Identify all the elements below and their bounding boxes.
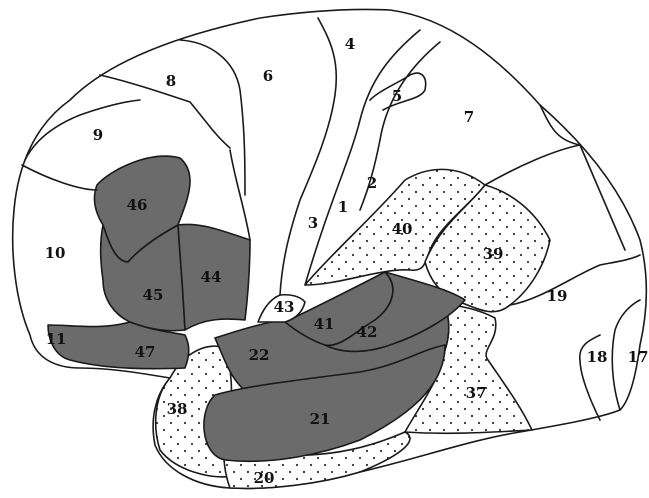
label-22: 22 bbox=[249, 346, 270, 364]
label-2: 2 bbox=[367, 174, 377, 192]
label-8: 8 bbox=[166, 72, 176, 90]
label-38: 38 bbox=[167, 400, 188, 418]
label-9: 9 bbox=[93, 126, 103, 144]
label-37: 37 bbox=[466, 384, 487, 402]
label-6: 6 bbox=[263, 67, 273, 85]
label-21: 21 bbox=[310, 410, 331, 428]
label-1: 1 bbox=[338, 198, 348, 216]
label-19: 19 bbox=[547, 287, 568, 305]
label-10: 10 bbox=[45, 244, 66, 262]
label-17: 17 bbox=[628, 348, 649, 366]
label-45: 45 bbox=[143, 286, 164, 304]
label-11: 11 bbox=[46, 330, 67, 348]
label-3: 3 bbox=[308, 214, 318, 232]
label-47: 47 bbox=[135, 343, 156, 361]
label-18: 18 bbox=[587, 348, 608, 366]
label-7: 7 bbox=[464, 108, 474, 126]
label-41: 41 bbox=[314, 315, 335, 333]
label-4: 4 bbox=[345, 35, 355, 53]
label-46: 46 bbox=[127, 196, 148, 214]
label-5: 5 bbox=[392, 87, 402, 105]
label-40: 40 bbox=[392, 220, 413, 238]
label-42: 42 bbox=[357, 323, 378, 341]
label-43: 43 bbox=[274, 298, 295, 316]
label-39: 39 bbox=[483, 245, 504, 263]
label-44: 44 bbox=[201, 268, 222, 286]
label-20: 20 bbox=[254, 469, 275, 487]
